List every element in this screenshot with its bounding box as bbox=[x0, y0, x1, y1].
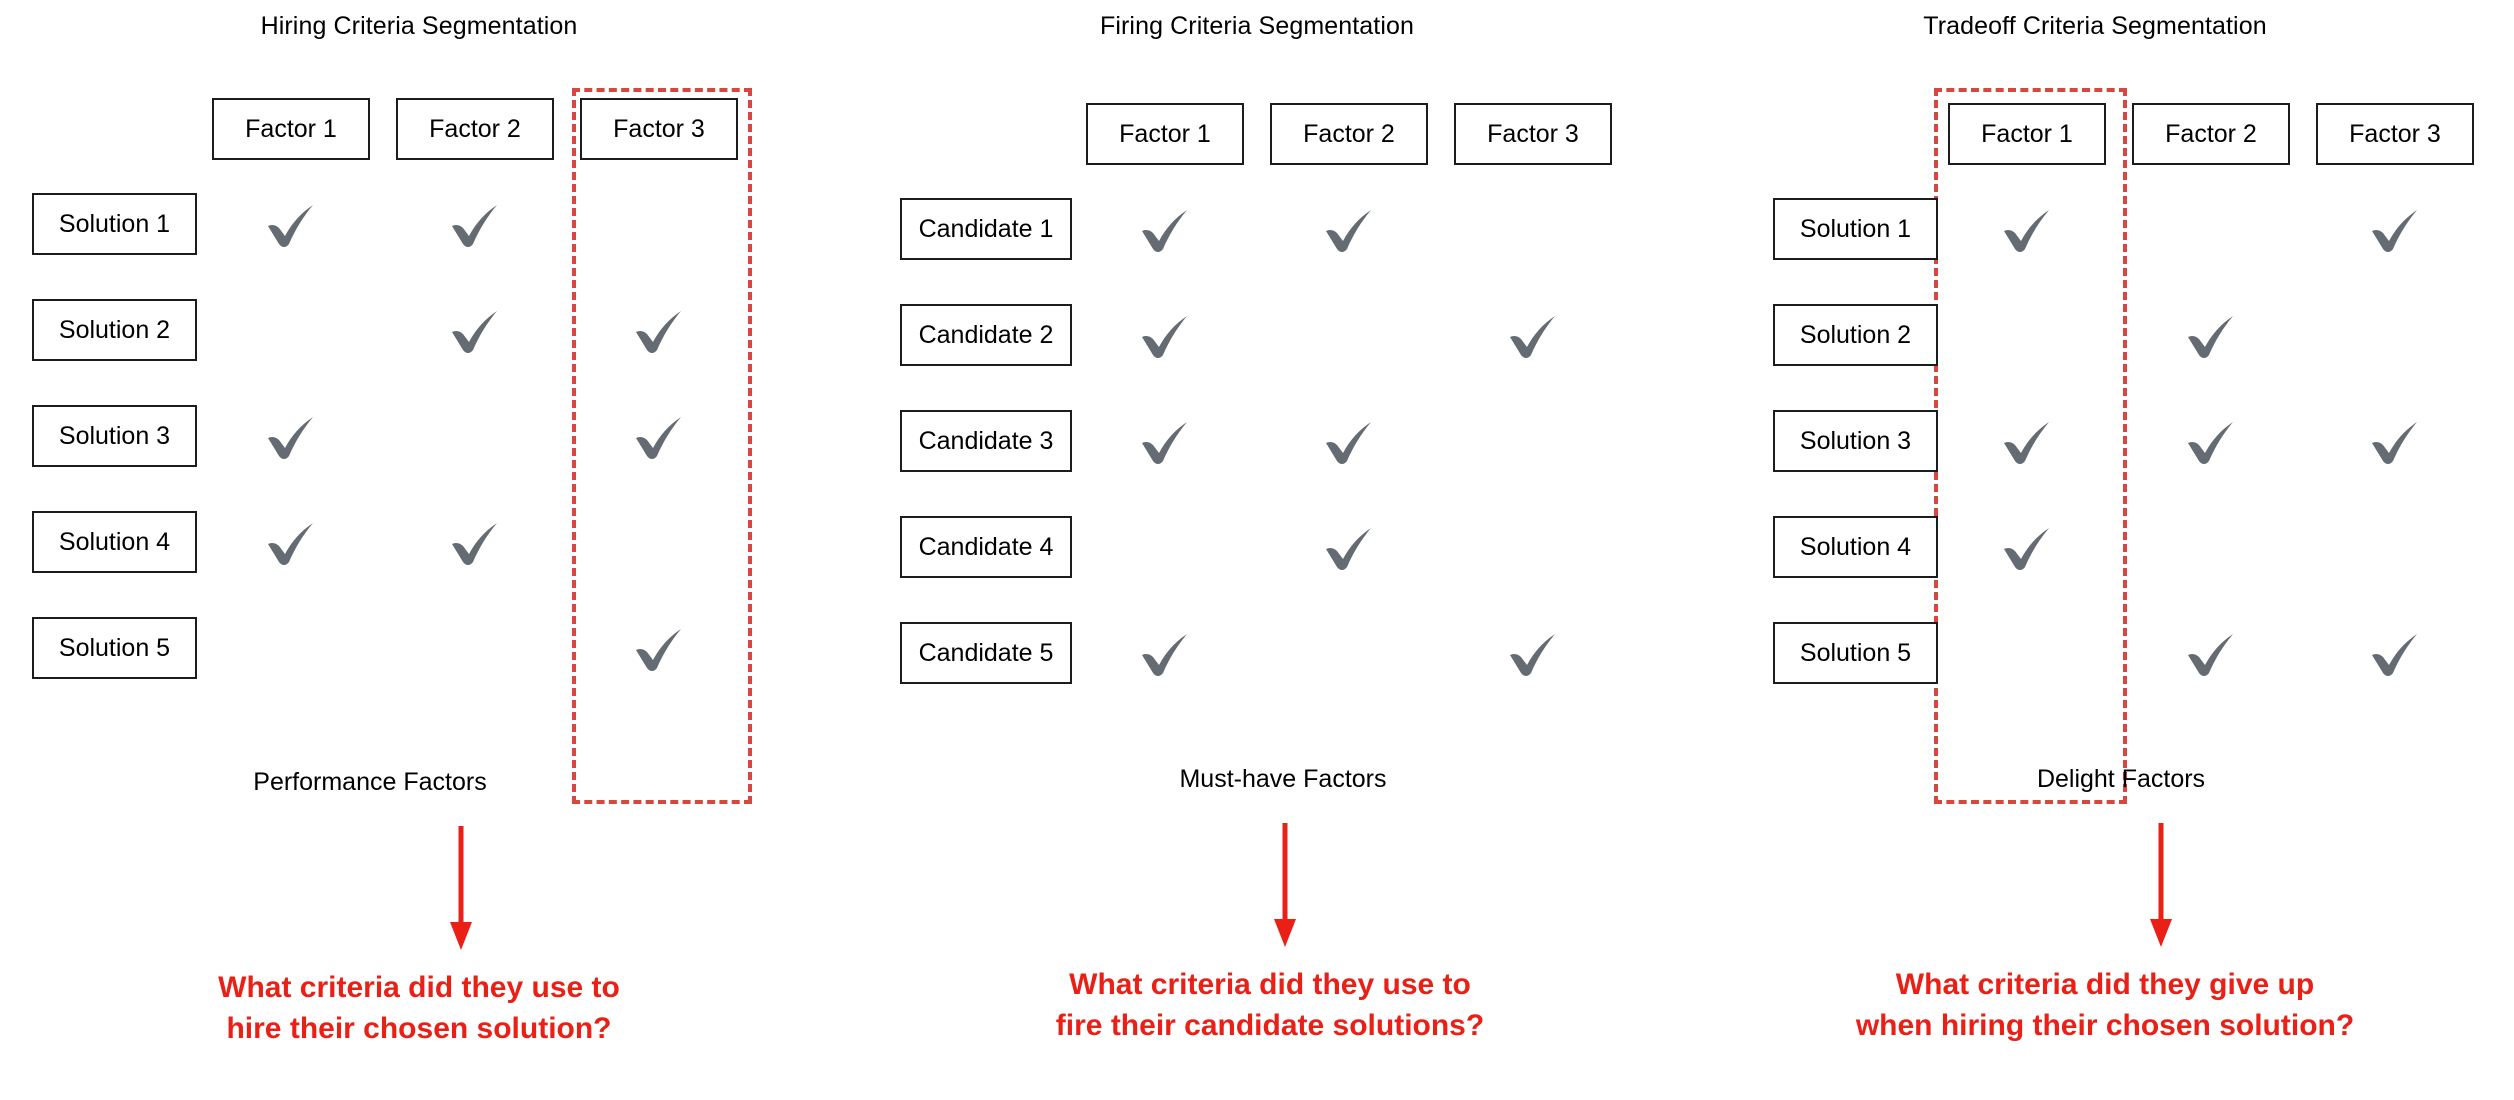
check-icon bbox=[2182, 412, 2240, 470]
column-header-factor-1: Factor 1 bbox=[212, 98, 370, 160]
arrow-down-icon bbox=[1271, 823, 1299, 948]
check-icon bbox=[1998, 412, 2056, 470]
panel-title: Tradeoff Criteria Segmentation bbox=[1923, 12, 2267, 40]
check-icon bbox=[1998, 518, 2056, 576]
check-icon bbox=[2366, 412, 2424, 470]
arrow-down-icon bbox=[447, 826, 475, 951]
check-icon bbox=[1504, 306, 1562, 364]
check-icon bbox=[446, 513, 504, 571]
check-icon bbox=[446, 301, 504, 359]
check-icon bbox=[630, 301, 688, 359]
check-icon bbox=[1136, 412, 1194, 470]
row-header-solution-2: Solution 2 bbox=[32, 299, 197, 361]
check-icon bbox=[262, 407, 320, 465]
panel-title: Hiring Criteria Segmentation bbox=[260, 12, 578, 40]
panel-question: What criteria did they give up when hiri… bbox=[1855, 968, 2355, 1042]
column-header-factor-2: Factor 2 bbox=[396, 98, 554, 160]
check-icon bbox=[1136, 306, 1194, 364]
check-icon bbox=[1320, 518, 1378, 576]
highlight-box-factor-3 bbox=[572, 88, 752, 804]
check-icon bbox=[2182, 306, 2240, 364]
panel-question: What criteria did they use to fire their… bbox=[1055, 968, 1485, 1042]
check-icon bbox=[630, 407, 688, 465]
row-header-solution-4: Solution 4 bbox=[32, 511, 197, 573]
row-header-candidate-5: Candidate 5 bbox=[900, 622, 1072, 684]
panel-firing-criteria: Firing Criteria Segmentation Factor 1 Fa… bbox=[838, 0, 1676, 1100]
check-icon bbox=[262, 195, 320, 253]
check-icon bbox=[1136, 200, 1194, 258]
panel-title: Firing Criteria Segmentation bbox=[1099, 12, 1415, 40]
check-icon bbox=[1320, 412, 1378, 470]
row-header-solution-1: Solution 1 bbox=[1773, 198, 1938, 260]
column-header-factor-3: Factor 3 bbox=[580, 98, 738, 160]
check-icon bbox=[630, 619, 688, 677]
column-header-factor-3: Factor 3 bbox=[1454, 103, 1612, 165]
column-header-factor-1: Factor 1 bbox=[1086, 103, 1244, 165]
check-icon bbox=[1504, 624, 1562, 682]
check-icon bbox=[2366, 200, 2424, 258]
group-caption-must-have-factors: Must-have Factors bbox=[1179, 765, 1387, 793]
panel-tradeoff-criteria: Tradeoff Criteria Segmentation Factor 1 … bbox=[1676, 0, 2514, 1100]
row-header-solution-3: Solution 3 bbox=[32, 405, 197, 467]
check-icon bbox=[1136, 624, 1194, 682]
group-caption-performance-factors: Performance Factors bbox=[253, 768, 487, 796]
row-header-candidate-1: Candidate 1 bbox=[900, 198, 1072, 260]
row-header-candidate-4: Candidate 4 bbox=[900, 516, 1072, 578]
arrow-down-icon bbox=[2147, 823, 2175, 948]
check-icon bbox=[2366, 624, 2424, 682]
row-header-solution-1: Solution 1 bbox=[32, 193, 197, 255]
row-header-solution-3: Solution 3 bbox=[1773, 410, 1938, 472]
check-icon bbox=[262, 513, 320, 571]
column-header-factor-2: Factor 2 bbox=[1270, 103, 1428, 165]
row-header-solution-5: Solution 5 bbox=[1773, 622, 1938, 684]
row-header-solution-5: Solution 5 bbox=[32, 617, 197, 679]
row-header-solution-4: Solution 4 bbox=[1773, 516, 1938, 578]
row-header-candidate-2: Candidate 2 bbox=[900, 304, 1072, 366]
row-header-candidate-3: Candidate 3 bbox=[900, 410, 1072, 472]
check-icon bbox=[446, 195, 504, 253]
column-header-factor-2: Factor 2 bbox=[2132, 103, 2290, 165]
row-header-solution-2: Solution 2 bbox=[1773, 304, 1938, 366]
column-header-factor-1: Factor 1 bbox=[1948, 103, 2106, 165]
check-icon bbox=[2182, 624, 2240, 682]
panel-question: What criteria did they use to hire their… bbox=[218, 971, 620, 1045]
group-caption-delight-factors: Delight Factors bbox=[2036, 765, 2206, 793]
check-icon bbox=[1998, 200, 2056, 258]
check-icon bbox=[1320, 200, 1378, 258]
column-header-factor-3: Factor 3 bbox=[2316, 103, 2474, 165]
panel-hiring-criteria: Hiring Criteria Segmentation Factor 1 Fa… bbox=[0, 0, 838, 1100]
